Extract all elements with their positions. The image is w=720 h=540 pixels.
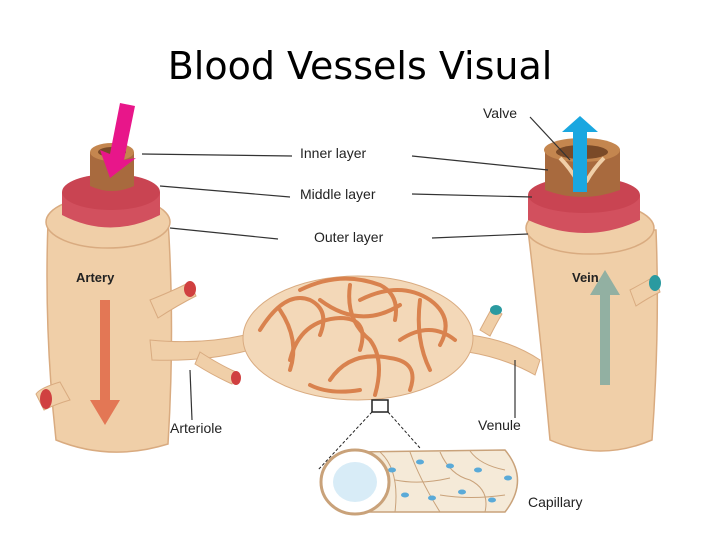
leader-inner-layer-left — [141, 153, 293, 157]
leader-outer-layer-right — [431, 233, 529, 239]
page-title: Blood Vessels Visual — [167, 44, 553, 88]
leader-valve — [529, 116, 571, 161]
artery-middle-layer-top — [62, 174, 160, 210]
capillary-zoom-box — [371, 399, 389, 413]
zoom-line-right — [387, 411, 421, 449]
label-capillary: Capillary — [528, 494, 582, 510]
artery — [35, 143, 197, 453]
venule-opening — [490, 305, 502, 315]
leader-arteriole — [189, 369, 193, 421]
capillary-bed-base — [242, 275, 474, 401]
vein-flow-arrow — [590, 270, 620, 385]
label-inner-layer: Inner layer — [300, 145, 366, 161]
capillary-network — [242, 275, 474, 413]
leader-middle-layer-left — [159, 185, 291, 198]
label-artery: Artery — [76, 270, 115, 285]
label-vein: Vein — [572, 270, 599, 285]
vein-valve-flap-right — [584, 156, 606, 183]
arteriole-side-branch — [194, 351, 237, 385]
zoom-line-left — [317, 411, 373, 471]
label-venule: Venule — [478, 417, 521, 433]
inflow-arrow — [100, 103, 136, 178]
vein-branch-upper-opening — [649, 275, 661, 291]
vein-body — [527, 229, 659, 452]
leader-outer-layer-left — [169, 227, 279, 240]
artery-branch-lower-opening — [40, 389, 52, 409]
venule — [467, 334, 541, 376]
capillary-enlarged — [319, 448, 519, 516]
arteriole-opening — [231, 371, 241, 385]
label-middle-layer: Middle layer — [300, 186, 376, 202]
artery-branch-upper-opening — [184, 281, 196, 297]
vein — [525, 138, 661, 452]
label-arteriole: Arteriole — [170, 420, 222, 436]
leader-middle-layer-right — [411, 193, 533, 198]
leader-inner-layer-right — [411, 155, 549, 171]
label-valve: Valve — [483, 105, 517, 121]
outflow-arrow — [562, 116, 598, 192]
artery-flow-arrow — [90, 300, 120, 425]
venule-side-branch — [479, 307, 503, 337]
label-outer-layer: Outer layer — [314, 229, 384, 245]
